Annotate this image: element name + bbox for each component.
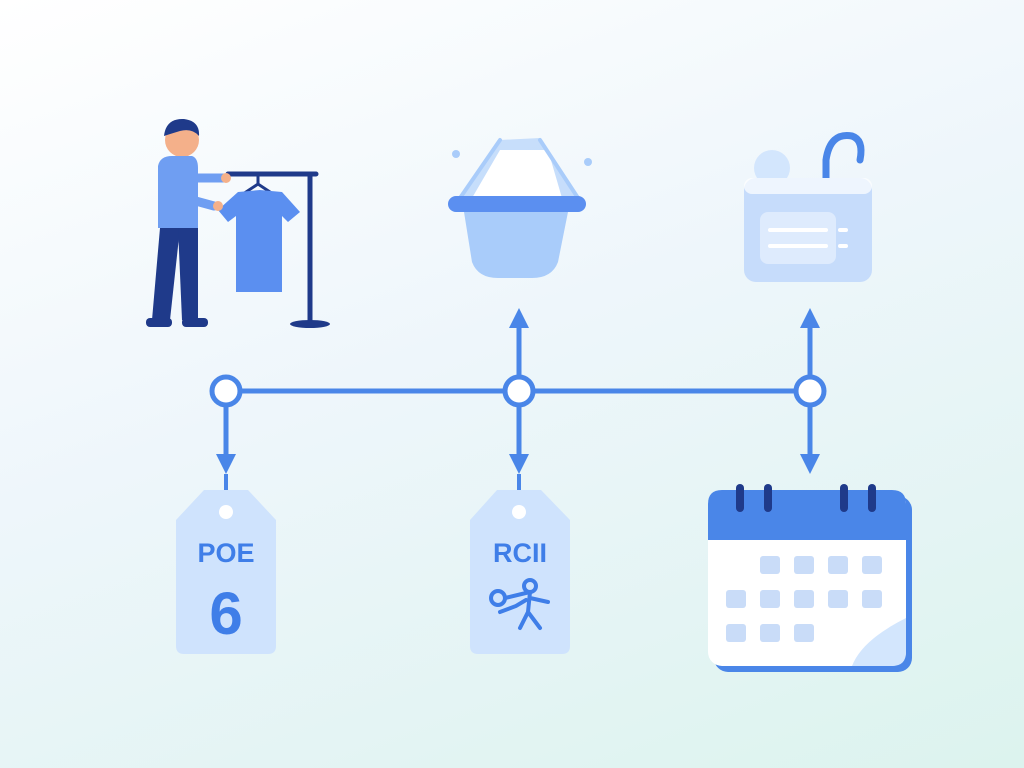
junction-node-1 [209,374,243,408]
junction-node-2 [502,374,536,408]
junction-node-3 [793,374,827,408]
connector-network [209,308,827,508]
wash-basin-icon [448,138,592,278]
person-hanging-shirt-icon [146,118,330,328]
scissors-figure-icon [489,578,550,630]
tag-1-number: 6 [209,580,242,647]
washer-icon [744,132,872,282]
price-tag-2: RCII [470,490,570,654]
calendar-icon [708,484,912,672]
tag-1-label: POE [197,538,254,568]
tag-2-label: RCII [493,538,547,568]
price-tag-1: POE 6 [176,490,276,654]
